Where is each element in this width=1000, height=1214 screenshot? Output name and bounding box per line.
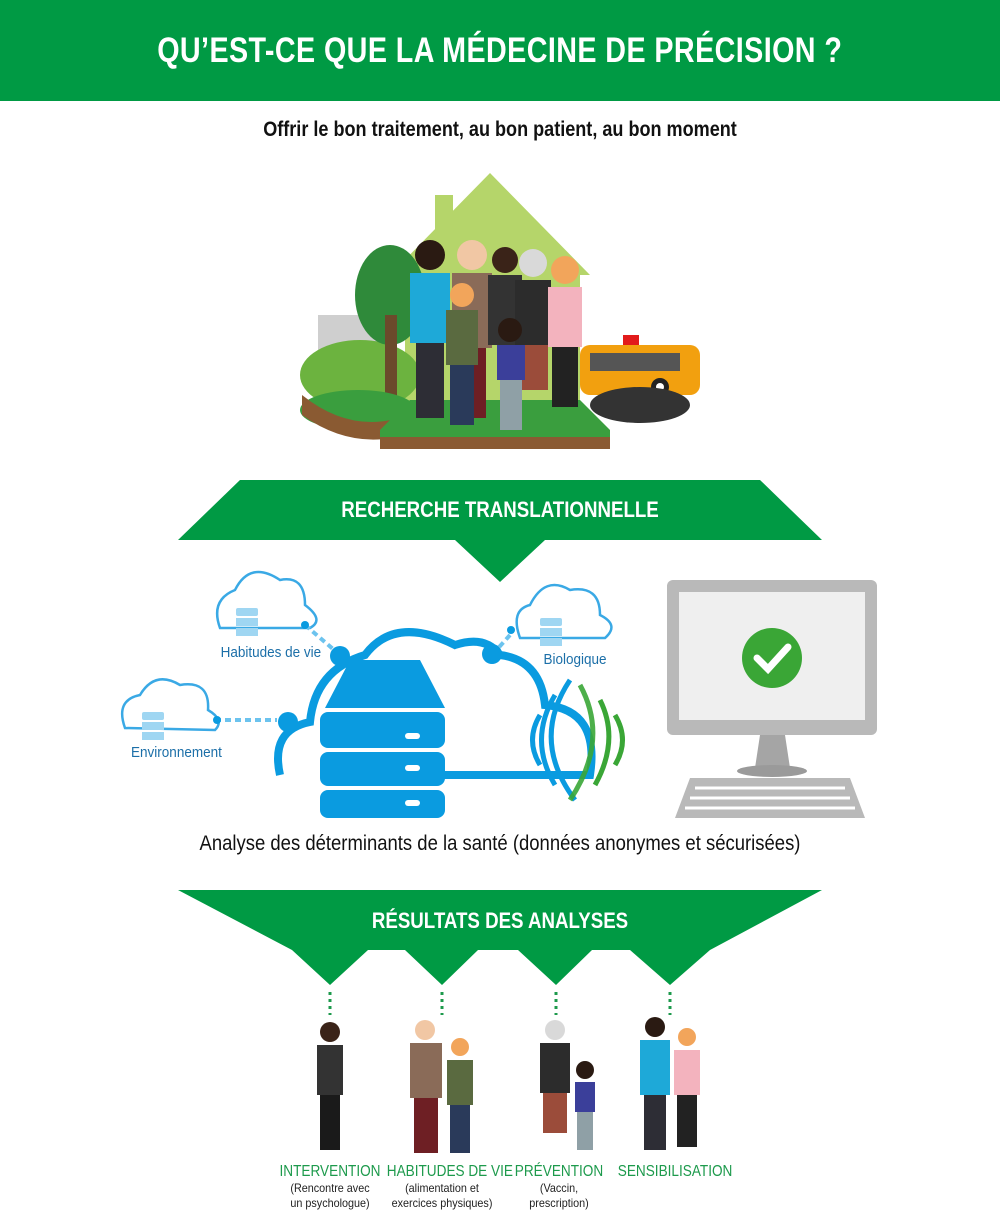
check-icon — [742, 628, 802, 688]
wireless-signal-icon — [530, 678, 625, 802]
computer-monitor-icon — [667, 580, 877, 818]
server-icon — [320, 660, 445, 818]
banner-translational-research-label: RECHERCHE TRANSLATIONNELLE — [341, 497, 659, 522]
result-detail-line2: un psychologue) — [290, 1196, 370, 1210]
figure-lifestyle — [410, 1020, 473, 1153]
label-environment: Environnement — [131, 744, 222, 761]
figure-awareness — [640, 1017, 700, 1150]
result-detail-line2: exercices physiques) — [391, 1196, 493, 1210]
cloud-biological — [515, 583, 613, 640]
banner-results-label: RÉSULTATS DES ANALYSES — [371, 908, 629, 933]
tree-icon — [355, 245, 425, 345]
result-title: HABITUDES DE VIE — [386, 1163, 513, 1180]
family-group — [410, 240, 582, 430]
result-detail-line1: (Rencontre avec — [290, 1181, 370, 1195]
result-detail-line1: (alimentation et — [405, 1181, 479, 1195]
header-banner: QU’EST-CE QUE LA MÉDECINE DE PRÉCISION ? — [0, 0, 1000, 101]
result-detail-line2: prescription) — [529, 1196, 589, 1210]
community-illustration — [300, 173, 700, 449]
road — [590, 387, 690, 423]
subtitle: Offrir le bon traitement, au bon patient… — [263, 118, 737, 141]
translational-research-banner — [178, 480, 822, 582]
label-lifestyle: Habitudes de vie — [220, 644, 322, 661]
result-figures — [317, 1017, 700, 1153]
result-title: PRÉVENTION — [514, 1163, 604, 1180]
page-title: QU’EST-CE QUE LA MÉDECINE DE PRÉCISION ? — [157, 30, 843, 70]
small-server-icons — [142, 608, 562, 740]
result-intervention: INTERVENTION (Rencontre avec un psycholo… — [265, 1163, 395, 1211]
cloud-environment — [120, 678, 220, 732]
result-awareness: SENSIBILISATION — [608, 1163, 738, 1181]
analysis-caption: Analyse des déterminants de la santé (do… — [199, 832, 801, 855]
result-prevention: PRÉVENTION (Vaccin, prescription) — [494, 1163, 624, 1211]
result-lifestyle: HABITUDES DE VIE (alimentation et exerci… — [377, 1163, 513, 1211]
analysis-results-banner — [178, 890, 822, 1015]
cloud-data-network — [120, 570, 625, 818]
cloud-lifestyle — [215, 570, 318, 630]
connector-lines — [328, 992, 672, 1015]
result-title: SENSIBILISATION — [617, 1163, 733, 1180]
figure-prevention — [540, 1020, 595, 1150]
figure-intervention — [317, 1022, 343, 1150]
result-title: INTERVENTION — [279, 1163, 381, 1180]
result-detail-line1: (Vaccin, — [539, 1181, 579, 1195]
label-biological: Biologique — [543, 651, 607, 668]
